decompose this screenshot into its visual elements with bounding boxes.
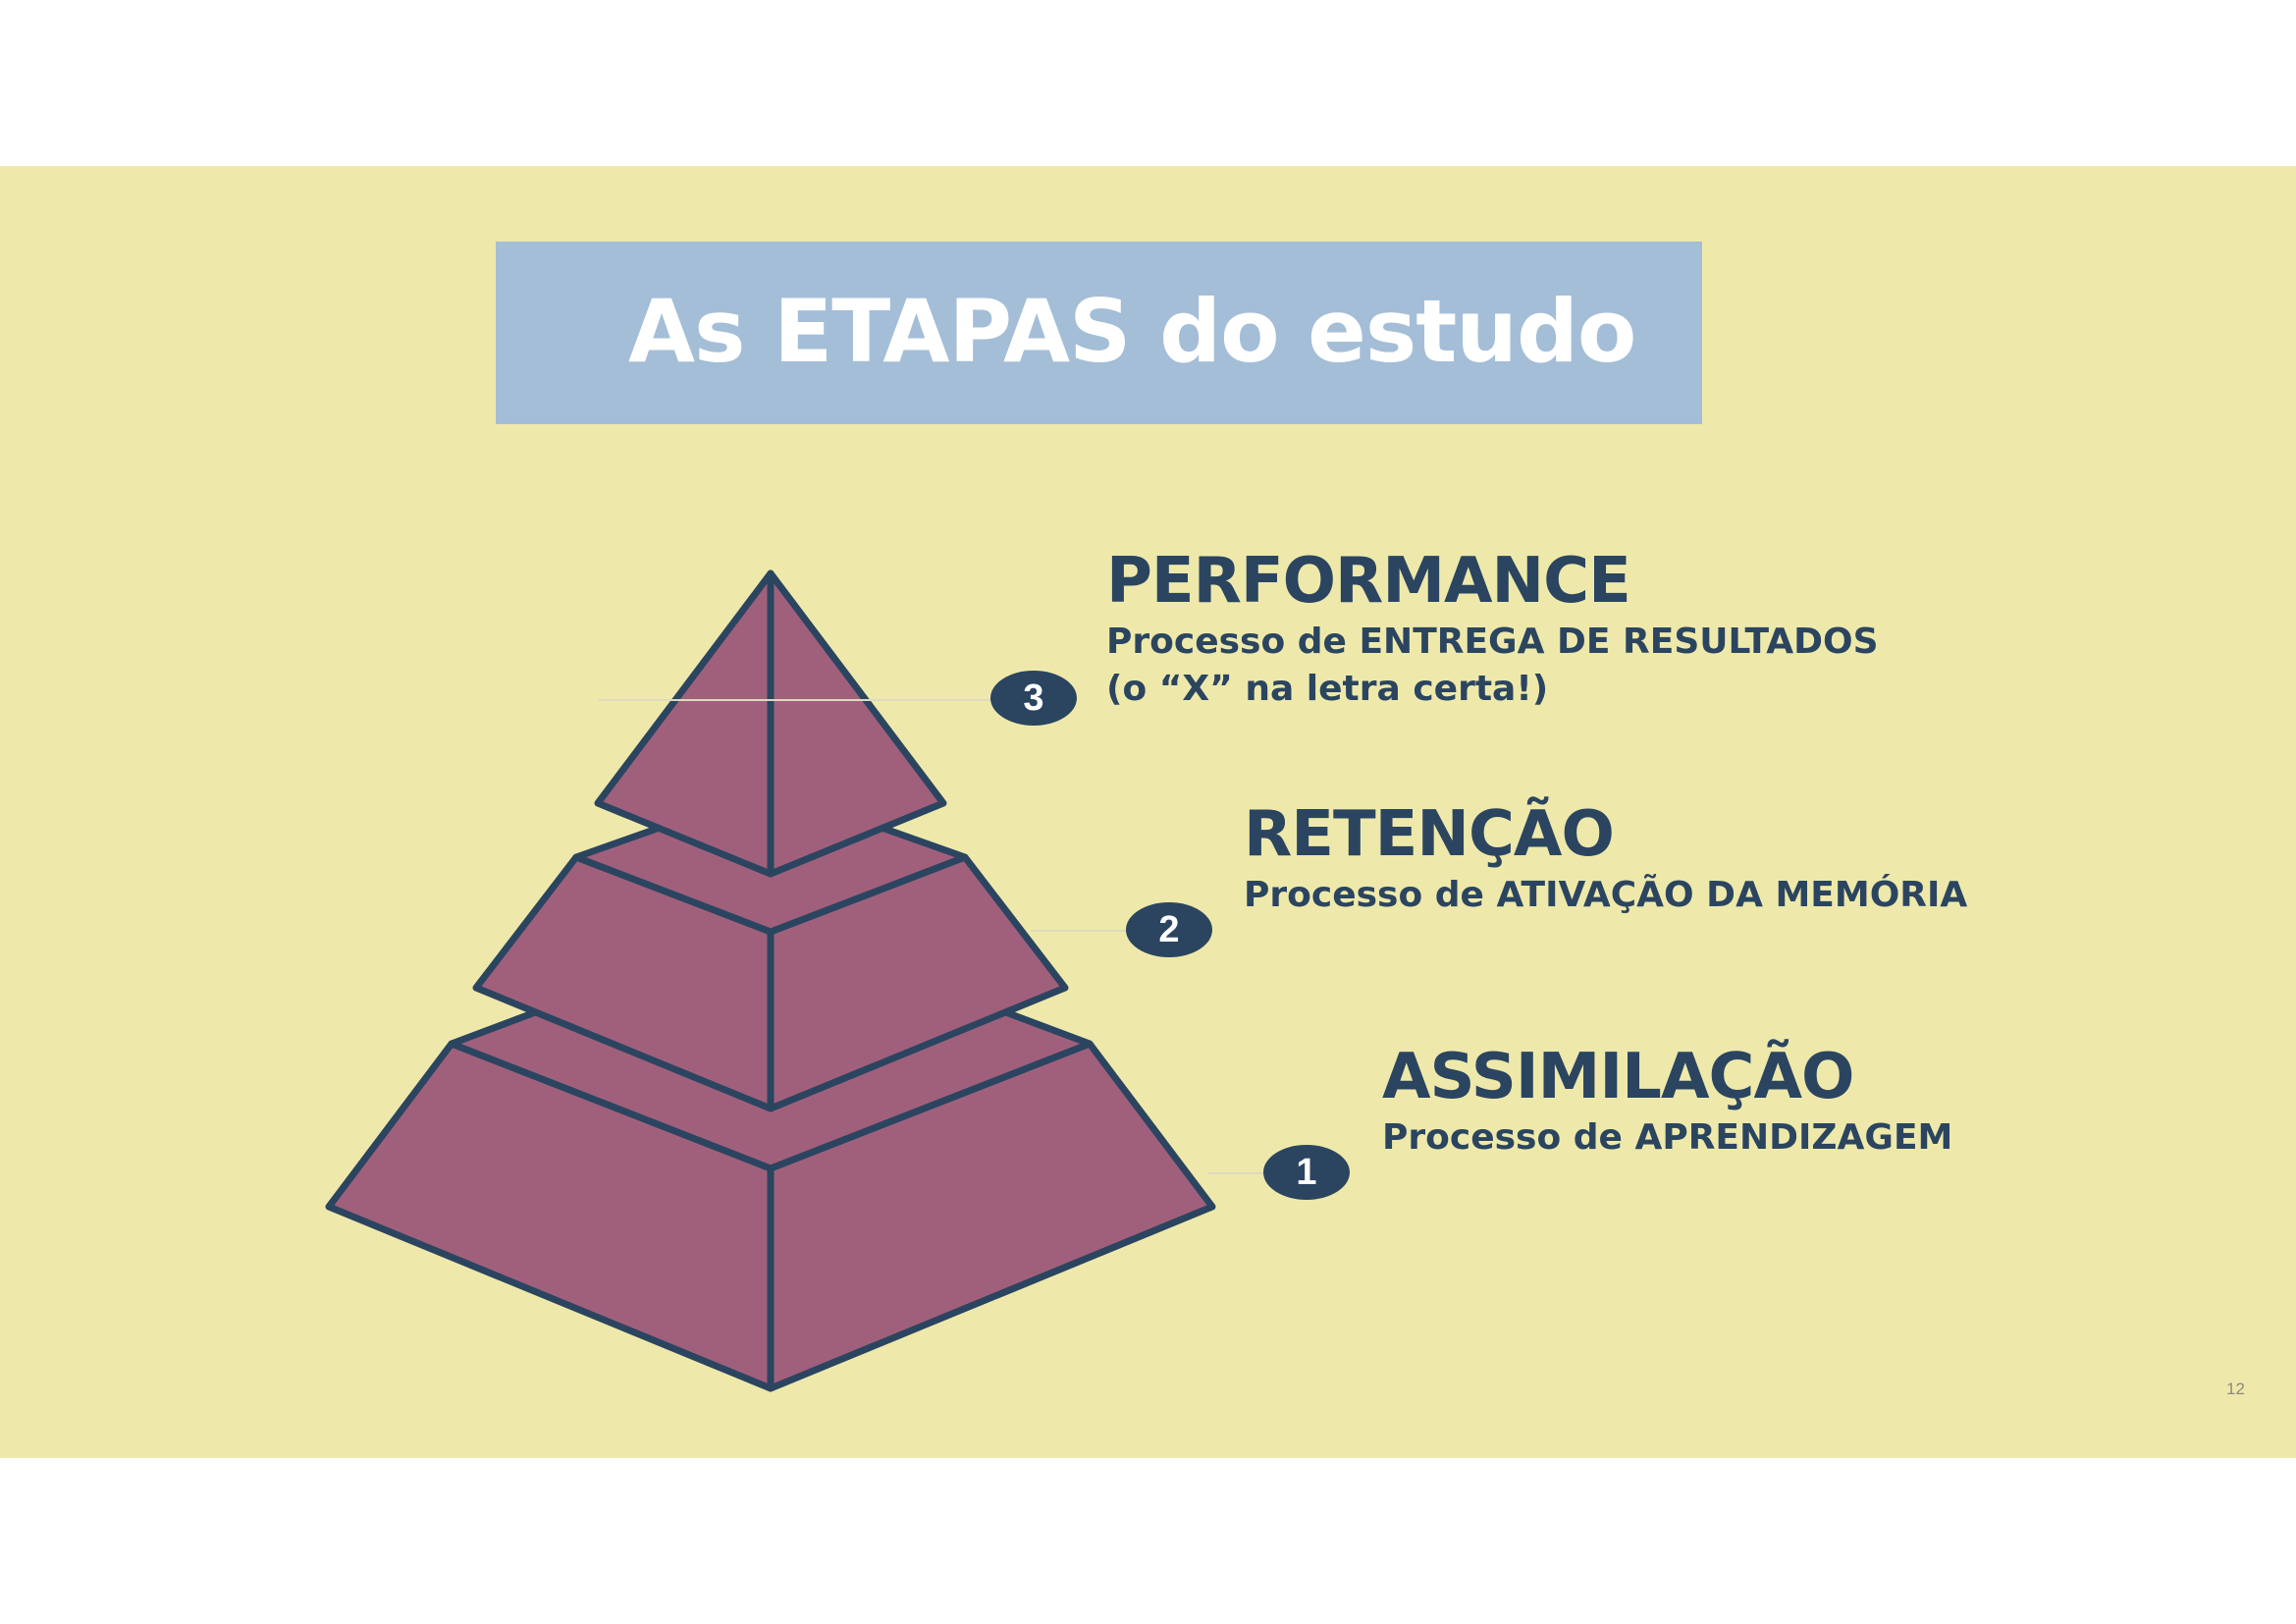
title-banner: As ETAPAS do estudo	[496, 242, 1702, 424]
tier-3-right-face	[767, 569, 947, 878]
stage-2-label: RETENÇÃO Processo de ATIVAÇÃO DA MEMÓRIA	[1244, 797, 1967, 919]
stage-1-label: ASSIMILAÇÃO Processo de APRENDIZAGEM	[1382, 1040, 1952, 1162]
stage-3-badge: 3	[990, 671, 1077, 726]
stage-2-badge: 2	[1126, 902, 1212, 957]
page-number: 12	[2226, 1380, 2245, 1398]
stage-2-desc-line-1: Processo de ATIVAÇÃO DA MEMÓRIA	[1244, 875, 1968, 915]
tier-3-left-face	[594, 569, 774, 878]
stage-3-heading: PERFORMANCE	[1106, 545, 1631, 618]
stage-2-heading: RETENÇÃO	[1244, 798, 1615, 871]
stage-3-desc-line-1: Processo de ENTREGA DE RESULTADOS	[1106, 622, 1879, 662]
stage-3-desc-line-2: (o “X” na letra certa!)	[1106, 669, 1549, 709]
stage-1-heading: ASSIMILAÇÃO	[1382, 1041, 1854, 1113]
page-title: As ETAPAS do estudo	[628, 281, 1636, 382]
stage-1-badge: 1	[1263, 1145, 1350, 1200]
stage-3-label: PERFORMANCE Processo de ENTREGA DE RESUL…	[1106, 544, 1879, 713]
stage-1-desc-line-1: Processo de APRENDIZAGEM	[1382, 1117, 1953, 1158]
